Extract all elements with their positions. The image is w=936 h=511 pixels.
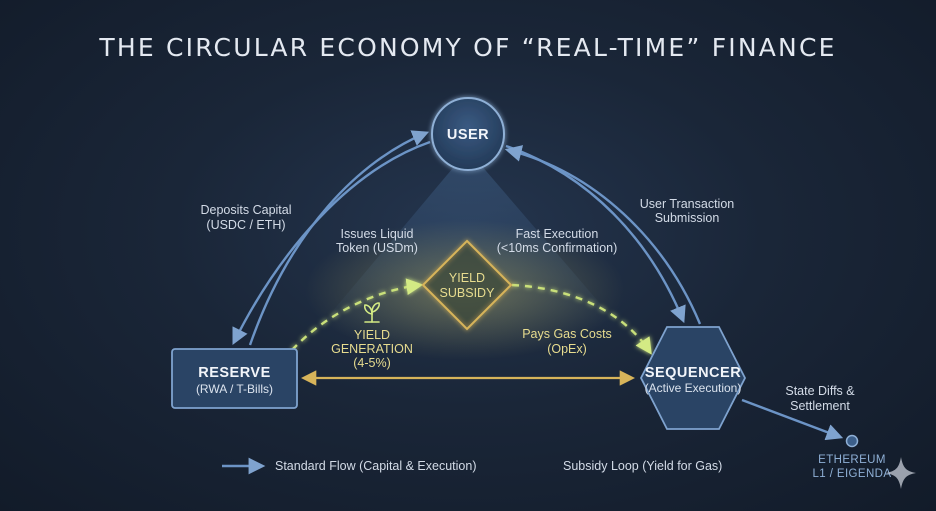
node-sequencer: SEQUENCER (Active Execution) xyxy=(639,326,747,430)
label-user-transaction-2: Submission xyxy=(655,211,720,225)
sequencer-sublabel: (Active Execution) xyxy=(645,381,742,395)
label-yield-generation-1: YIELD xyxy=(354,328,390,342)
reserve-sublabel: (RWA / T-Bills) xyxy=(196,382,273,396)
page-title: THE CIRCULAR ECONOMY OF “REAL-TIME” FINA… xyxy=(98,33,836,62)
arrow-user-transaction xyxy=(504,145,702,325)
arrow-issues-token xyxy=(232,140,431,346)
arrow-deposits-capital xyxy=(248,130,430,346)
label-fast-execution-2: (<10ms Confirmation) xyxy=(497,241,618,255)
label-state-diffs-2: Settlement xyxy=(790,399,850,413)
user-label: USER xyxy=(447,127,489,143)
legend-subsidy-label: Subsidy Loop (Yield for Gas) xyxy=(563,459,722,473)
node-yield-subsidy: YIELD SUBSIDY xyxy=(421,239,513,331)
label-yield-generation-3: (4-5%) xyxy=(353,356,391,370)
yield-subsidy-line1: YIELD xyxy=(449,271,485,285)
label-pays-gas-2: (OpEx) xyxy=(547,342,587,356)
label-user-transaction-1: User Transaction xyxy=(640,197,735,211)
label-pays-gas-1: Pays Gas Costs xyxy=(522,327,612,341)
arrow-state-diffs xyxy=(741,398,844,441)
legend-standard-label: Standard Flow (Capital & Execution) xyxy=(275,459,476,473)
ethereum-label-2: L1 / EIGENDA xyxy=(813,468,892,480)
ethereum-label-1: ETHEREUM xyxy=(818,454,886,466)
yield-subsidy-line2: SUBSIDY xyxy=(440,286,496,300)
sparkle-icon xyxy=(886,457,916,489)
reserve-label: RESERVE xyxy=(198,365,271,381)
label-deposits-capital-2: (USDC / ETH) xyxy=(206,218,285,232)
label-deposits-capital-1: Deposits Capital xyxy=(200,203,291,217)
label-issues-token-2: Token (USDm) xyxy=(336,241,418,255)
label-issues-token-1: Issues Liquid xyxy=(341,227,414,241)
label-fast-execution-1: Fast Execution xyxy=(516,227,599,241)
label-yield-generation-2: GENERATION xyxy=(331,342,413,356)
sprout-icon xyxy=(363,302,380,323)
node-reserve: RESERVE (RWA / T-Bills) xyxy=(171,348,298,409)
sequencer-label: SEQUENCER xyxy=(645,365,741,381)
node-user: USER xyxy=(431,97,505,171)
ethereum-node-dot xyxy=(845,434,859,448)
legend: Standard Flow (Capital & Execution) Subs… xyxy=(222,457,722,475)
label-state-diffs-1: State Diffs & xyxy=(785,384,855,398)
subsidy-arrow-to-sequencer xyxy=(511,283,652,355)
subsidy-arrow-to-yield xyxy=(291,278,424,351)
